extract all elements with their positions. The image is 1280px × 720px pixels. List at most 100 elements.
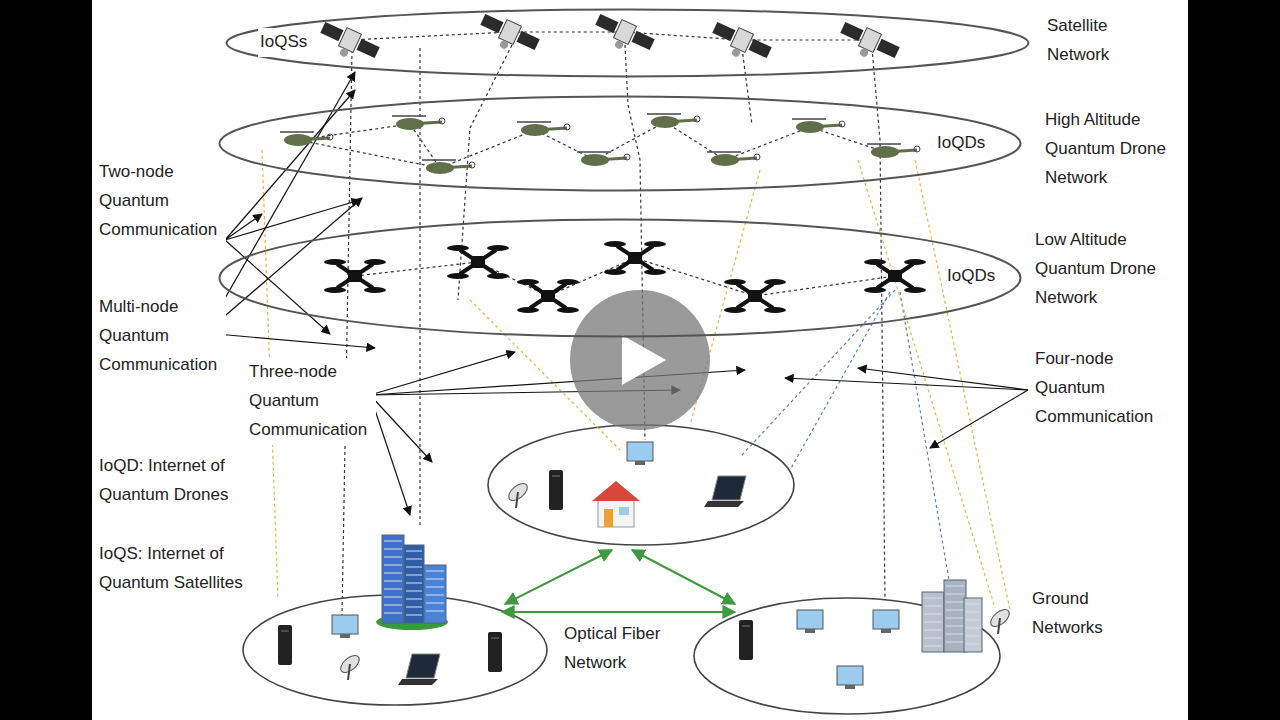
laptop-base xyxy=(398,679,438,685)
fiber-label: Optical Fiber Network xyxy=(562,620,676,678)
building-floor xyxy=(966,628,980,629)
building-floor xyxy=(924,606,942,607)
layer-name: High Altitude Quantum Drone Network xyxy=(1043,106,1179,193)
rotor xyxy=(604,269,626,275)
satellite-body xyxy=(614,20,637,45)
monitor-stand xyxy=(845,685,855,689)
link-line xyxy=(858,160,995,608)
drone-helicopter xyxy=(392,116,445,130)
tail-rotor xyxy=(624,154,630,160)
rotor xyxy=(392,115,426,117)
house-roof xyxy=(592,481,640,501)
building-floor xyxy=(946,642,964,643)
arm xyxy=(460,250,496,274)
callout-arrow xyxy=(225,90,355,240)
body xyxy=(521,124,549,136)
callout-label: Three-node Quantum Communication xyxy=(247,358,376,445)
play-button xyxy=(570,290,710,430)
laptop-icon xyxy=(712,476,746,500)
building-floor xyxy=(946,634,964,635)
rotor xyxy=(644,241,666,247)
monitor-screen xyxy=(627,442,653,461)
satellite-body xyxy=(339,28,362,53)
link-line xyxy=(350,32,870,40)
rotor xyxy=(764,307,786,313)
server-icon xyxy=(549,470,563,510)
arm xyxy=(530,284,566,308)
black-bar xyxy=(0,0,92,720)
link-line xyxy=(900,292,952,598)
server-icon xyxy=(488,632,502,672)
server-icon xyxy=(739,620,753,660)
rotor xyxy=(447,273,469,279)
network-layer: IoQDsLow Altitude Quantum Drone Network xyxy=(218,218,1022,338)
house-door xyxy=(604,509,613,527)
antenna xyxy=(499,39,510,50)
server-light xyxy=(491,638,499,639)
glossary-note: IoQD: Internet of Quantum Drones xyxy=(97,452,251,510)
arm xyxy=(617,246,653,270)
building-floor xyxy=(384,565,402,566)
drone-body xyxy=(471,256,485,268)
house-body xyxy=(598,499,634,527)
solar-panel xyxy=(320,22,343,41)
network-layer: IoQSsSatellite Network xyxy=(225,8,1030,78)
server-light xyxy=(281,631,289,632)
arm xyxy=(530,284,566,308)
tail-rotor xyxy=(694,116,700,122)
building-floor xyxy=(406,551,422,552)
building-floor xyxy=(924,598,942,599)
link-line xyxy=(742,48,752,125)
monitor-screen xyxy=(837,666,863,685)
callout-arrow xyxy=(225,240,330,334)
drone-body xyxy=(748,290,762,302)
drone-body xyxy=(348,270,362,282)
callout-label: Four-node Quantum Communication xyxy=(1033,345,1177,432)
solar-panel xyxy=(357,39,380,58)
server-icon xyxy=(278,625,292,665)
building-floor xyxy=(384,613,402,614)
building-floor xyxy=(384,589,402,590)
building-floor xyxy=(426,587,444,588)
tail-rotor xyxy=(754,154,760,160)
building-floor xyxy=(426,611,444,612)
rotor xyxy=(487,273,509,279)
play-triangle xyxy=(622,335,666,385)
drone-helicopter xyxy=(280,132,333,146)
callout-label: Two-node Quantum Communication xyxy=(97,158,226,245)
drone-body xyxy=(888,270,902,282)
building-floor xyxy=(384,573,402,574)
rotor xyxy=(707,151,741,153)
laptop-base xyxy=(704,501,744,507)
link-line xyxy=(298,122,885,168)
building-floor xyxy=(924,622,942,623)
antenna xyxy=(339,47,350,58)
link-line xyxy=(298,140,440,168)
drone-helicopter xyxy=(517,122,570,136)
building-floor xyxy=(406,615,422,616)
solar-panel xyxy=(632,31,655,50)
building-floor xyxy=(966,620,980,621)
building-floor xyxy=(946,586,964,587)
satellite-icon xyxy=(707,18,773,69)
building-floor xyxy=(426,571,444,572)
body xyxy=(581,154,609,166)
rotor xyxy=(647,113,681,115)
solar-panel xyxy=(712,22,735,41)
building-icon xyxy=(964,598,982,652)
drone-helicopter xyxy=(867,144,920,158)
solar-panel xyxy=(840,22,863,41)
body xyxy=(284,134,312,146)
layer-ellipse xyxy=(220,97,1021,191)
rotor xyxy=(867,143,901,145)
tail-rotor xyxy=(327,134,333,140)
callout-arrow xyxy=(370,395,410,515)
server-light xyxy=(742,626,750,627)
rotor xyxy=(724,279,746,285)
building-floor xyxy=(946,626,964,627)
building-icon xyxy=(382,535,404,623)
rotor xyxy=(280,131,314,133)
building-floor xyxy=(966,604,980,605)
callout-arrow xyxy=(370,395,432,462)
building-floor xyxy=(384,541,402,542)
